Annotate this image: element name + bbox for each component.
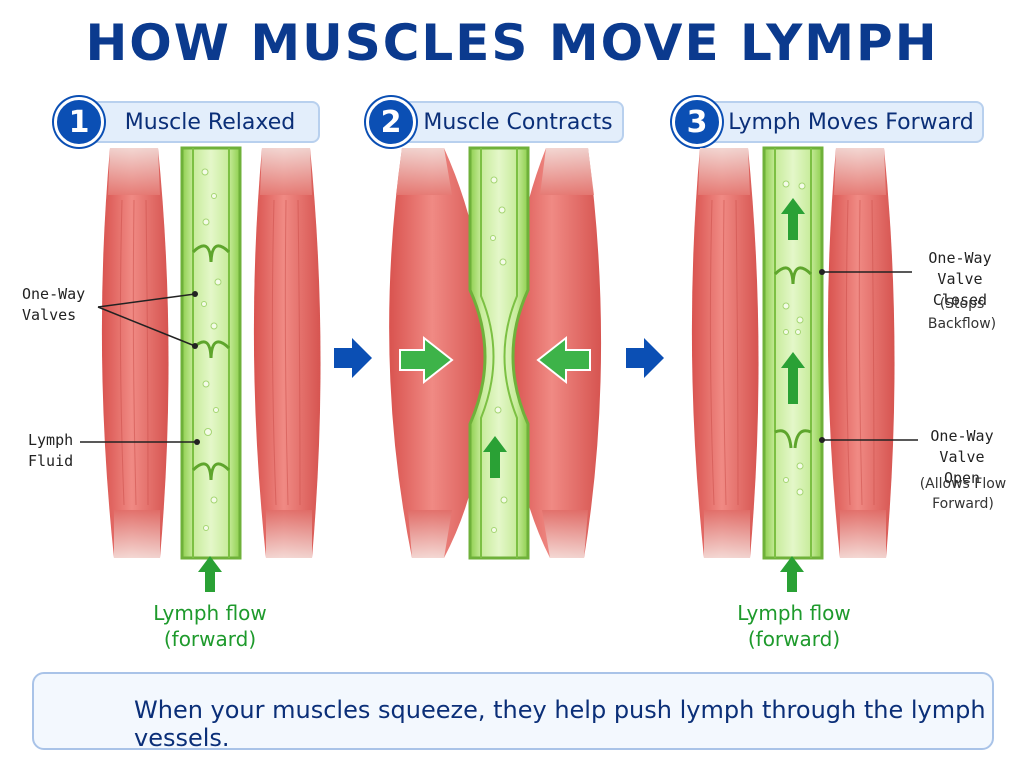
muscle-left-3: [691, 148, 759, 558]
flow-label-3-line1: Lymph flow: [737, 601, 851, 625]
step-3-header: Lymph Moves Forward 3: [672, 97, 984, 147]
flow-arrow-3: [780, 556, 804, 592]
flow-label-1-line2: (forward): [163, 627, 257, 651]
step-1-header: Muscle Relaxed 1: [54, 97, 320, 147]
muscle-right-1: [253, 148, 321, 558]
squeeze-arrow-right: [536, 335, 591, 385]
muscle-right-3: [827, 148, 895, 558]
label-lymph-fluid-line1: Lymph: [28, 431, 74, 449]
step-1-number: 1: [54, 97, 104, 147]
label-lymph-fluid: Lymph Fluid: [28, 430, 73, 472]
step-3-number: 3: [672, 97, 722, 147]
next-arrow-2: [626, 338, 664, 378]
label-valve-closed-line2: Valve Closed: [932, 270, 988, 309]
flow-arrow-1: [198, 556, 222, 592]
label-lymph-fluid-line2: Fluid: [28, 452, 74, 470]
label-valve-closed-note: (Stops Backflow): [927, 296, 997, 332]
lymph-vessel-1: [180, 146, 242, 560]
flow-arrow-up-2: [483, 436, 507, 478]
muscle-left-1: [101, 148, 169, 558]
label-one-way-valves-line1: One-Way: [22, 285, 86, 303]
flow-label-3: Lymph flow (forward): [694, 600, 894, 652]
label-valve-closed: One-Way Valve Closed: [912, 248, 1008, 311]
label-valve-open-line2: Valve Open: [939, 448, 985, 487]
label-valve-open-note-line1: (Allows Flow: [919, 476, 1007, 492]
label-valve-open-line1: One-Way: [930, 427, 994, 445]
label-valve-closed-line1: One-Way: [928, 249, 992, 267]
label-one-way-valves: One-Way Valves: [22, 284, 85, 326]
flow-arrow-up-3b: [781, 352, 805, 404]
flow-label-1: Lymph flow (forward): [110, 600, 310, 652]
summary-text: When your muscles squeeze, they help pus…: [134, 696, 986, 752]
step-1-label: Muscle Relaxed: [74, 101, 320, 143]
valve-leader-lines-3: [822, 271, 918, 441]
page-title: HOW MUSCLES MOVE LYMPH: [85, 14, 939, 72]
step-2-header: Muscle Contracts 2: [366, 97, 624, 147]
step-2-number: 2: [366, 97, 416, 147]
step-3-label: Lymph Moves Forward: [692, 101, 984, 143]
flow-arrow-up-3a: [781, 198, 805, 240]
label-valve-open: One-Way Valve Open: [918, 426, 1006, 489]
summary-banner: When your muscles squeeze, they help pus…: [32, 672, 994, 752]
squeeze-arrow-left: [399, 335, 454, 385]
flow-label-1-line1: Lymph flow: [153, 601, 267, 625]
label-one-way-valves-line2: Valves: [22, 306, 77, 324]
step-2-label: Muscle Contracts: [386, 101, 624, 143]
next-arrow-1: [334, 338, 372, 378]
lymph-vessel-2: [468, 146, 530, 560]
label-valve-open-note-line2: Forward): [932, 496, 994, 512]
flow-label-3-line2: (forward): [747, 627, 841, 651]
label-valve-open-note: (Allows Flow Forward): [908, 474, 1018, 514]
valve-leader-lines-1: [80, 293, 197, 443]
